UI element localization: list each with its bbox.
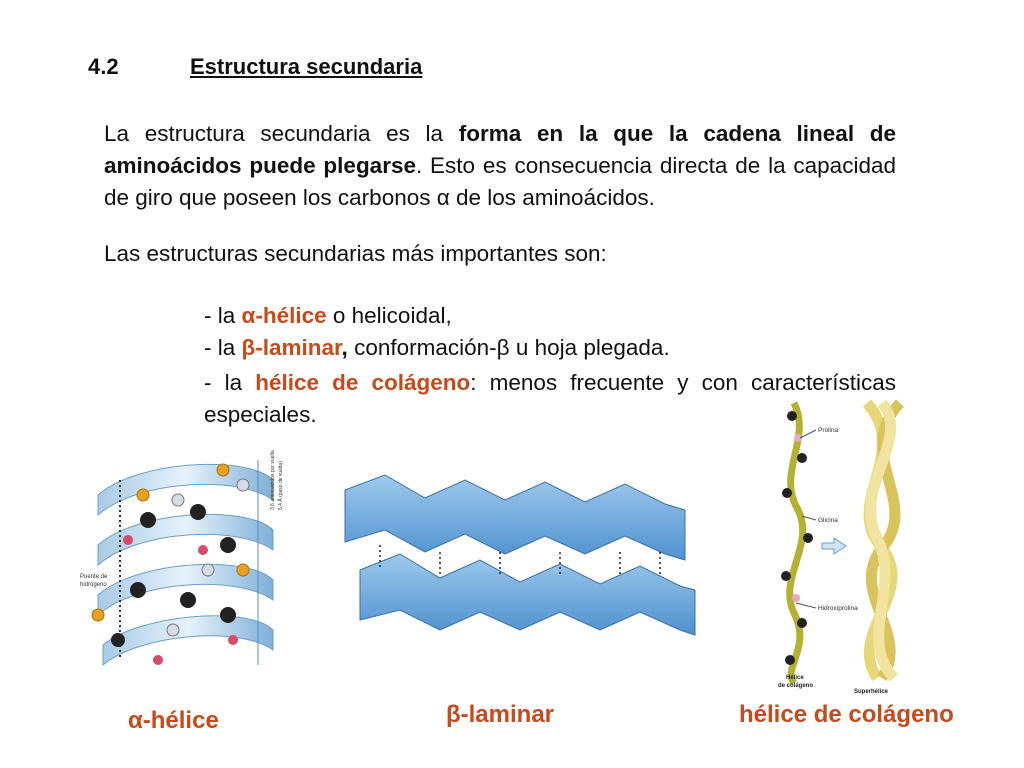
paragraph-bold-text: forma en la que la cadena lineal de amin… — [104, 121, 896, 178]
bullet-prefix: la — [217, 303, 242, 328]
hydrogen-bridge-label-1: Puente de — [80, 574, 108, 580]
hydrogen-bridge-label-2: hidrógeno — [80, 582, 107, 588]
section-number: 4.2 — [88, 54, 119, 79]
bullet-term: α-hélice — [241, 303, 327, 328]
bullet-prefix: la — [217, 335, 242, 360]
bullet-beta: - la β-laminar, conformación-β u hoja pl… — [204, 335, 670, 361]
bullet-alpha: - la α-hélice o helicoidal, — [204, 303, 452, 329]
beta-sheet-illustration — [344, 474, 696, 636]
helix-label-1: Hélice — [786, 675, 804, 681]
section-title: Estructura secundaria — [190, 54, 423, 79]
bullet-comma: , — [341, 335, 348, 360]
caption-beta-sheet: β-laminar — [446, 701, 555, 728]
paragraph-text-1: La estructura secundaria es la — [104, 121, 459, 146]
bullet-dash: - — [204, 303, 218, 328]
bullet-suffix: : menos frecuente y con características … — [204, 370, 896, 427]
bullet-term: hélice de colágeno — [255, 370, 471, 395]
superhelix-label: Superhélice — [854, 689, 889, 695]
paragraph-text-3: de los aminoácidos. — [449, 185, 655, 210]
bullet-term: β-laminar — [241, 335, 342, 360]
bullet-collagen: - la hélice de colágeno: menos frecuente… — [204, 367, 896, 431]
bullet-dash: - — [204, 335, 218, 360]
turn-label: 3,6 aminoácidos por vuelta — [270, 450, 276, 510]
pitch-label: 5,4 Å (paso de vuelta) — [277, 461, 284, 510]
bullet-suffix: o helicoidal, — [326, 303, 452, 328]
paragraph-text-2: . Esto es consecuencia directa de la cap… — [104, 153, 896, 210]
collagen-label-2: Hidroxiprolina — [818, 605, 858, 612]
caption-alpha-helix: α-hélice — [128, 707, 219, 734]
bullet-prefix: la — [224, 370, 256, 395]
collagen-helix-illustration: Prolina Glicina Hidroxiprolina Hélice de… — [778, 399, 905, 695]
bullet-dash: - — [204, 370, 225, 395]
intro-paragraph: La estructura secundaria es la forma en … — [104, 118, 896, 214]
alpha-helix-illustration: Puente de hidrógeno 3,6 aminoácidos por … — [80, 450, 284, 667]
helix-label-2: de colágeno — [778, 683, 813, 689]
collagen-label-0: Prolina — [818, 427, 839, 434]
bullet-suffix: conformación-β u hoja plegada. — [347, 335, 670, 360]
collagen-label-1: Glicina — [818, 517, 838, 524]
alpha-symbol: α — [436, 185, 450, 210]
caption-collagen-helix: hélice de colágeno — [739, 701, 954, 728]
list-intro: Las estructuras secundarias más importan… — [104, 241, 607, 266]
